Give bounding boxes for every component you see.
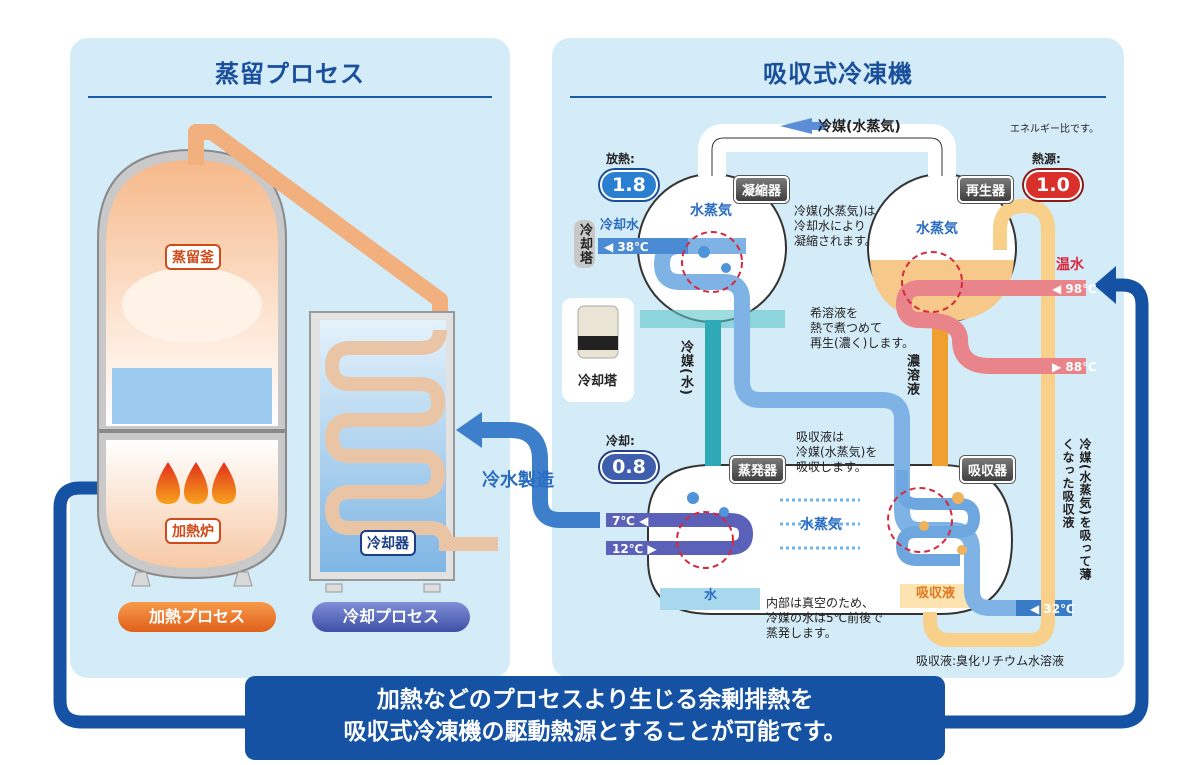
note-line: 冷媒の水は5℃前後で	[766, 611, 884, 625]
refrigerant-liquid-pipe	[705, 320, 721, 466]
condenser-detail-circle	[681, 231, 743, 293]
loop-arrowhead	[1094, 266, 1116, 304]
dilute-solution-pipe	[923, 198, 1055, 647]
vacuum-note: 内部は真空のため、 冷媒の水は5℃前後で 蒸発します。	[766, 596, 883, 641]
droplet-icon	[719, 507, 729, 517]
temp-value: 98℃	[1065, 282, 1097, 296]
hot-water-out-temp: ▶ 88℃	[1052, 360, 1097, 374]
cooling-tower-image	[577, 305, 619, 359]
temp-value: 12℃	[612, 542, 644, 556]
generator-tag: 再生器	[958, 176, 1014, 203]
heating-process-button[interactable]: 加熱プロセス	[118, 602, 276, 632]
cooling-value: 0.8	[600, 452, 658, 482]
title-divider	[88, 96, 492, 98]
absorber-coil	[895, 470, 981, 566]
evaporator-tag: 蒸発器	[730, 456, 786, 483]
condense-note: 冷媒(水蒸気)は 冷却水により 凝縮されます。	[794, 204, 877, 249]
summary-banner: 加熱などのプロセスより生じる余剰排熱を 吸収式冷凍機の駆動熱源とすることが可能で…	[245, 676, 945, 760]
note-line: 再生(濃く)します。	[810, 336, 915, 350]
droplet-icon	[698, 246, 710, 258]
refrigerant-flow-arrow	[780, 118, 812, 134]
refrigerant-vapor-label: 冷媒(水蒸気)	[818, 119, 901, 135]
chilled-water-out-temp: 7℃ ◀	[612, 514, 649, 528]
cooling-label: 冷却:	[606, 434, 635, 448]
temp-value: 32℃	[1043, 602, 1075, 616]
heat-release-label: 放熱:	[606, 152, 635, 166]
hot-water-pipe	[895, 280, 1086, 374]
furnace-label: 加熱炉	[165, 518, 221, 544]
cooling-process-button[interactable]: 冷却プロセス	[312, 602, 470, 632]
droplet-icon	[957, 545, 967, 555]
hot-water-in-temp: ◀ 98℃	[1052, 282, 1097, 296]
hot-water-label: 温水	[1056, 257, 1084, 273]
concentrated-solution-label: 濃溶液	[904, 354, 919, 396]
absorption-chiller-title: 吸収式冷凍機	[763, 60, 913, 88]
note-line: 吸収液は	[796, 430, 845, 444]
generator-detail-circle	[901, 251, 963, 313]
refrigerant-water-label: 冷媒(水)	[678, 340, 693, 396]
diluted-solution-note: 冷媒(水蒸気)を吸って薄くなった吸収液	[1061, 438, 1092, 581]
flame-icon	[156, 462, 180, 504]
heat-source-label: 熱源:	[1032, 152, 1061, 166]
temp-value: 88℃	[1065, 360, 1097, 374]
flame-icon	[212, 462, 236, 504]
cooling-water-out-temp: ◀ 38℃	[604, 240, 649, 254]
condenser-water-vapor-label: 水蒸気	[690, 203, 732, 219]
concentrated-solution-pipe	[932, 318, 948, 466]
summary-line-1: 加熱などのプロセスより生じる余剰排熱を	[376, 687, 814, 713]
water-label: 水	[704, 588, 718, 603]
condenser-tag: 凝縮器	[734, 176, 790, 203]
evaporator-water-vapor-label: 水蒸気	[800, 517, 842, 533]
droplet-icon	[687, 492, 699, 504]
note-line: 冷媒(水蒸気)は	[794, 204, 876, 218]
heat-source-value: 1.0	[1024, 170, 1082, 200]
cooling-water-out-pipe	[598, 238, 688, 254]
still-label: 蒸留釜	[165, 244, 221, 270]
vapor-duct	[698, 124, 956, 176]
chilled-water-in-temp: 12℃ ▶	[612, 542, 657, 556]
droplet-icon	[721, 263, 731, 273]
note-line: 希溶液を	[810, 306, 859, 320]
cold-water-production-label: 冷水製造	[482, 470, 554, 491]
droplet-icon	[919, 521, 929, 531]
heat-release-value: 1.8	[600, 170, 658, 200]
note-line: 冷媒(水蒸気)を	[796, 445, 878, 459]
distillation-title: 蒸留プロセス	[215, 60, 365, 88]
temp-value: 38℃	[617, 240, 649, 254]
title-divider	[570, 96, 1106, 98]
cold-water-arrowhead	[456, 412, 482, 448]
vapor-pipe	[188, 124, 448, 330]
energy-ratio-note: エネルギー比です。	[1010, 124, 1099, 135]
absorption-note: 吸収液は 冷媒(水蒸気)を 吸収します。	[796, 430, 877, 475]
note-line: 内部は真空のため、	[766, 596, 875, 610]
cold-water-arrow	[478, 422, 600, 528]
flame-icon	[184, 462, 208, 504]
distillation-still	[97, 148, 287, 431]
absorber-detail-circle	[887, 487, 953, 553]
summary-line-2: 吸収式冷凍機の駆動熱源とすることが可能です。	[343, 719, 847, 745]
cooling-tower-vertical-label: 冷却塔	[574, 220, 595, 268]
cooler-label: 冷却器	[360, 530, 416, 556]
note-line: 凝縮されます。	[794, 234, 877, 248]
solution-composition-note: 吸収液:臭化リチウム水溶液	[916, 654, 1065, 668]
absorber-tag: 吸収器	[960, 456, 1016, 483]
heating-furnace	[97, 431, 287, 587]
cooling-tower-label: 冷却塔	[578, 374, 618, 389]
temp-value: 7℃	[612, 514, 635, 528]
cooling-water-in-temp: ◀ 32℃	[1030, 602, 1075, 616]
droplet-icon	[952, 492, 964, 504]
generator-water-vapor-label: 水蒸気	[916, 221, 958, 237]
cooling-water-label: 冷却水	[600, 218, 640, 233]
cooling-coil	[324, 329, 498, 551]
regeneration-note: 希溶液を 熱で煮つめて 再生(濃く)します。	[810, 306, 914, 351]
note-line: 蒸発します。	[766, 626, 837, 640]
note-line: 吸収します。	[796, 460, 867, 474]
note-line: 熱で煮つめて	[810, 321, 883, 335]
evaporator-detail-circle	[676, 511, 734, 569]
absorbent-solution-label: 吸収液	[916, 586, 956, 601]
chilled-water-pipe	[606, 513, 754, 555]
note-line: 冷却水により	[794, 219, 866, 233]
